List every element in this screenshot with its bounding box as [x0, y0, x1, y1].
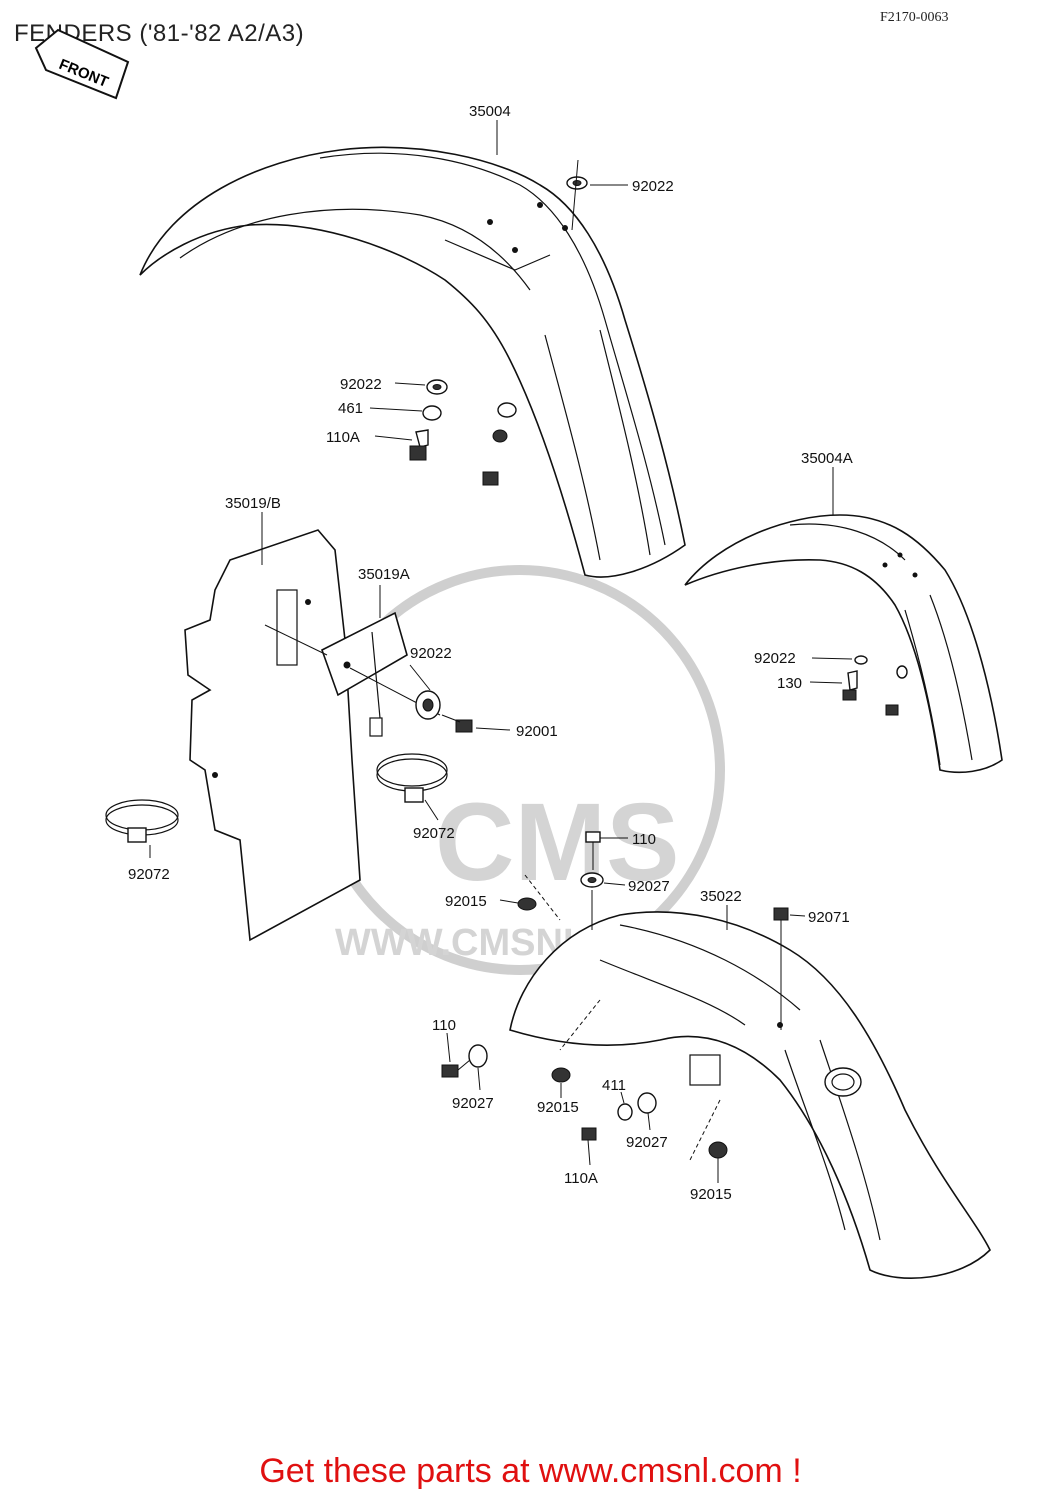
label-bolt-110-top: 110	[632, 831, 656, 848]
label-collar-411: 411	[602, 1077, 626, 1094]
label-bolt-130: 130	[777, 675, 802, 692]
label-washer-left: 92022	[340, 376, 382, 393]
label-washer-92027-left: 92027	[452, 1095, 494, 1112]
label-clamp-left: 92072	[128, 866, 170, 883]
label-washer-alt: 92022	[754, 650, 796, 667]
clamp-left	[105, 799, 179, 843]
label-collar-461: 461	[338, 400, 363, 417]
label-washer-92027-top: 92027	[628, 878, 670, 895]
part-labels: 35004 92022 92022 461 110A 35019/B 35019…	[128, 103, 853, 1203]
front-fender-alt	[684, 514, 1003, 774]
footer-banner: Get these parts at www.cmsnl.com !	[0, 1452, 1061, 1491]
figure-code: F2170-0063	[880, 10, 949, 25]
label-flap: 35019/B	[225, 495, 281, 512]
rear-fender	[509, 874, 991, 1279]
front-arrow-icon: FRONT	[34, 28, 130, 100]
label-front-fender-alt: 35004A	[801, 450, 853, 467]
label-bolt-110-left: 110	[432, 1017, 456, 1034]
label-nut-92071: 92071	[808, 909, 850, 926]
hardware-washers	[409, 159, 908, 1159]
label-flap-bracket: 35019A	[358, 566, 410, 583]
get-parts-link[interactable]: Get these parts at www.cmsnl.com !	[259, 1452, 802, 1490]
label-nut-92015-top: 92015	[445, 893, 487, 910]
label-washer-bracket: 92022	[410, 645, 452, 662]
label-washer-92027-right: 92027	[626, 1134, 668, 1151]
watermark-brand: CMS	[435, 781, 679, 904]
clamp-right	[376, 753, 448, 803]
label-nut-92015-mid: 92015	[537, 1099, 579, 1116]
leader-lines	[149, 120, 853, 1183]
label-nut-92015-bottom: 92015	[690, 1186, 732, 1203]
label-front-fender: 35004	[469, 103, 511, 120]
front-fender	[139, 146, 686, 578]
label-washer-top: 92022	[632, 178, 674, 195]
label-bolt-110a-bottom: 110A	[564, 1170, 598, 1187]
label-bolt-110a-top: 110A	[326, 429, 360, 446]
label-clamp-right: 92072	[413, 825, 455, 842]
label-rear-fender: 35022	[700, 888, 742, 905]
label-bolt-92001: 92001	[516, 723, 558, 740]
mud-flap	[184, 529, 361, 942]
